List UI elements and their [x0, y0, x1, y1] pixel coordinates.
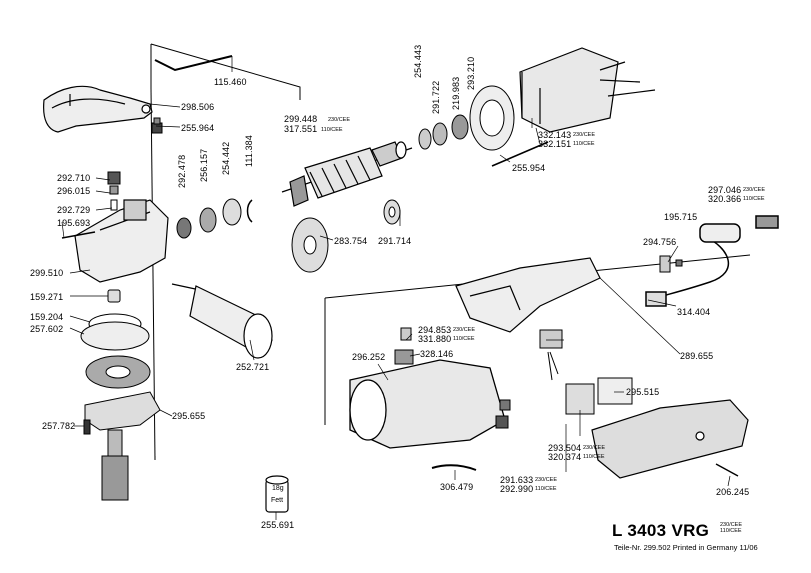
part-317551-voltage: 110/CEE: [321, 127, 343, 133]
part-292990: 292.990: [500, 484, 534, 494]
part-283754: 283.754: [334, 236, 368, 246]
stator-drawing: [519, 47, 656, 133]
part-291633-voltage: 230/CEE: [535, 477, 558, 483]
part-257782: 257.782: [42, 421, 76, 431]
screw-206245-drawing: [715, 463, 739, 477]
brush-holders-drawing: [394, 327, 511, 429]
leader-lines: [61, 56, 731, 520]
spindle-lock-drawing: [107, 171, 121, 211]
part-294853: 294.853: [418, 325, 452, 335]
part-252721: 252.721: [236, 362, 270, 372]
handle-cover-drawing: [591, 399, 749, 479]
part-306479: 306.479: [440, 482, 474, 492]
part-291633: 291.633: [500, 475, 534, 485]
model-voltages: 230/CEE 110/CEE: [720, 522, 742, 534]
bearings-drawing-left: [176, 198, 253, 239]
washer-drawing: [383, 199, 401, 225]
switch-drawing: [539, 329, 595, 415]
part-292729: 292.729: [57, 205, 91, 215]
part-293210: 293.210: [466, 56, 476, 90]
part-159204: 159.204: [30, 312, 64, 322]
part-317551: 317.551: [284, 124, 318, 134]
part-255691: 255.691: [261, 520, 295, 530]
part-314404: 314.404: [677, 307, 711, 317]
part-159271: 159.271: [30, 292, 64, 302]
part-206245: 206.245: [716, 487, 750, 497]
part-289655: 289.655: [680, 351, 714, 361]
fan-drawing: [291, 217, 329, 273]
motor-housing-drawing: [349, 359, 506, 449]
part-296252: 296.252: [352, 352, 386, 362]
screw-255964-drawing: [151, 117, 163, 134]
screw-195693-drawing: [61, 231, 96, 239]
armature-drawing: [281, 141, 413, 207]
part-195715: 195.715: [664, 212, 698, 222]
part-331880: 331.880: [418, 334, 452, 344]
bearings-drawing-right: [418, 114, 469, 150]
part-299448-voltage: 230/CEE: [328, 117, 351, 123]
grease-amount: 18g: [272, 485, 284, 492]
part-331880-voltage: 110/CEE: [453, 336, 475, 342]
part-297046: 297.046: [708, 185, 742, 195]
part-256157: 256.157: [199, 148, 209, 182]
part-115460: 115.460: [214, 77, 247, 87]
cable-306479-drawing: [431, 464, 477, 471]
part-195693: 195.693: [57, 218, 91, 228]
model-title: L 3403 VRG: [612, 521, 710, 540]
part-291722: 291.722: [431, 80, 441, 114]
part-320366: 320.366: [708, 194, 742, 204]
side-handle-drawing: [171, 283, 273, 359]
part-292710: 292.710: [57, 173, 91, 183]
part-332151-voltage: 110/CEE: [573, 141, 595, 147]
footer-text: Teile-Nr. 299.502 Printed in Germany 11/…: [614, 543, 758, 552]
electronic-module-drawing: [597, 377, 633, 405]
gear-housing-drawing: [74, 199, 169, 283]
grease-tube-drawing: [265, 475, 289, 513]
part-255954: 255.954: [512, 163, 546, 173]
model-voltage-1: 230/CEE: [720, 522, 743, 528]
hex-key-drawing: [154, 55, 233, 72]
baffle-drawing: [469, 85, 515, 151]
part-219983: 219.983: [451, 76, 461, 110]
part-291714: 291.714: [378, 236, 412, 246]
part-254442: 254.442: [221, 141, 231, 175]
part-332151: 332.151: [538, 139, 572, 149]
gear-parts-drawing: [80, 289, 161, 501]
part-299510: 299.510: [30, 268, 64, 278]
part-320374: 320.374: [548, 452, 582, 462]
part-328146: 328.146: [420, 349, 454, 359]
grease-name: Fett: [271, 497, 284, 504]
part-297046-voltage: 230/CEE: [743, 187, 766, 193]
part-332143-voltage: 230/CEE: [573, 132, 596, 138]
model-voltage-2: 110/CEE: [720, 528, 742, 534]
cable-clamp-drawing: [659, 255, 683, 273]
part-292478: 292.478: [177, 154, 187, 188]
rear-handle-shell-drawing: [455, 257, 601, 333]
part-254443: 254.443: [413, 44, 423, 78]
part-293504: 293.504: [548, 443, 582, 453]
part-294756: 294.756: [643, 237, 677, 247]
part-320366-voltage: 110/CEE: [743, 196, 765, 202]
part-320374-voltage: 110/CEE: [583, 454, 605, 460]
part-332143: 332.143: [538, 130, 572, 140]
part-294853-voltage: 230/CEE: [453, 327, 476, 333]
part-257602: 257.602: [30, 324, 64, 334]
guard-drawing: [43, 85, 153, 133]
part-295515: 295.515: [626, 387, 660, 397]
part-299448: 299.448: [284, 114, 318, 124]
part-293504-voltage: 230/CEE: [583, 445, 606, 451]
part-111384: 111.384: [244, 135, 254, 167]
screw-255954-drawing: [491, 141, 549, 167]
part-292990-voltage: 110/CEE: [535, 486, 557, 492]
part-255964: 255.964: [181, 123, 215, 133]
part-295655: 295.655: [172, 411, 206, 421]
part-296015: 296.015: [57, 186, 91, 196]
part-298506: 298.506: [181, 102, 215, 112]
